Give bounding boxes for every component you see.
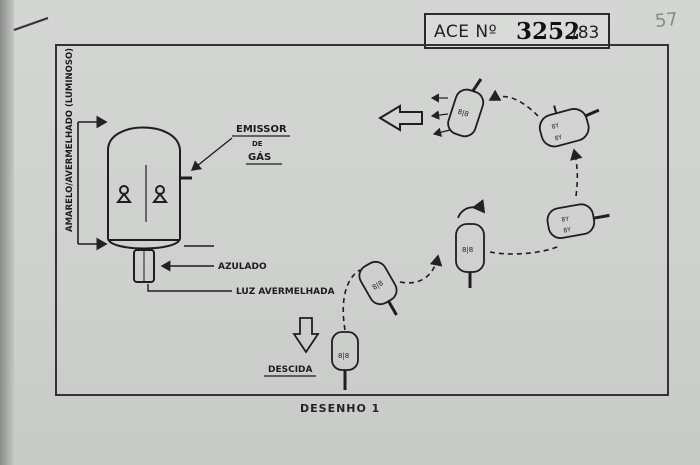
drawing-caption: DESENHO 1 <box>300 402 381 415</box>
small-object-spinning: 8|8 <box>455 199 486 288</box>
small-object-turning: 8Y 8Y <box>538 105 600 148</box>
emissor-label-3: GÁS <box>248 150 271 163</box>
svg-text:8|8: 8|8 <box>338 352 349 360</box>
azulado-label: AZULADO <box>218 262 267 272</box>
side-label: AMARELO/AVERMELHADO (LUMINOSO) <box>65 48 75 232</box>
emissor-pointer <box>190 137 233 171</box>
main-object-body <box>107 126 181 250</box>
descida-label: DESCIDA <box>268 365 313 375</box>
side-label-bracket <box>77 115 214 251</box>
small-object-descent: 8|8 <box>331 331 359 390</box>
scan-edge-shadow <box>0 0 14 465</box>
svg-text:8Y: 8Y <box>563 226 572 234</box>
emissor-label-1: EMISSOR <box>236 124 287 135</box>
small-object-rising: 8|8 <box>358 260 398 316</box>
ace-reference-stamp: ACE Nº 3252 /83 <box>424 13 610 49</box>
svg-text:8|8: 8|8 <box>457 108 470 119</box>
emission-arrows <box>430 93 451 137</box>
luz-avermelhada-label: LUZ AVERMELHADA <box>236 287 335 297</box>
trajectory-path <box>342 89 583 331</box>
main-object <box>107 126 192 283</box>
descida-arrow <box>292 317 320 354</box>
ace-label: ACE Nº <box>434 22 498 42</box>
ace-number: 3252 <box>516 18 581 45</box>
pencil-mark <box>13 17 49 31</box>
ace-year: /83 <box>572 23 600 43</box>
small-object-horizontal: 8Y 8Y <box>546 203 610 239</box>
svg-text:8Y: 8Y <box>561 215 570 223</box>
emissor-label-2: DE <box>252 140 263 148</box>
svg-text:8|8: 8|8 <box>371 279 385 292</box>
drawing-frame <box>55 44 669 396</box>
departure-arrow <box>378 104 423 132</box>
luz-pointer <box>147 284 232 292</box>
svg-text:8Y: 8Y <box>551 122 560 131</box>
svg-text:8|8: 8|8 <box>462 246 473 254</box>
small-object-departing: 8|8 <box>447 78 485 138</box>
svg-text:8Y: 8Y <box>554 134 563 143</box>
